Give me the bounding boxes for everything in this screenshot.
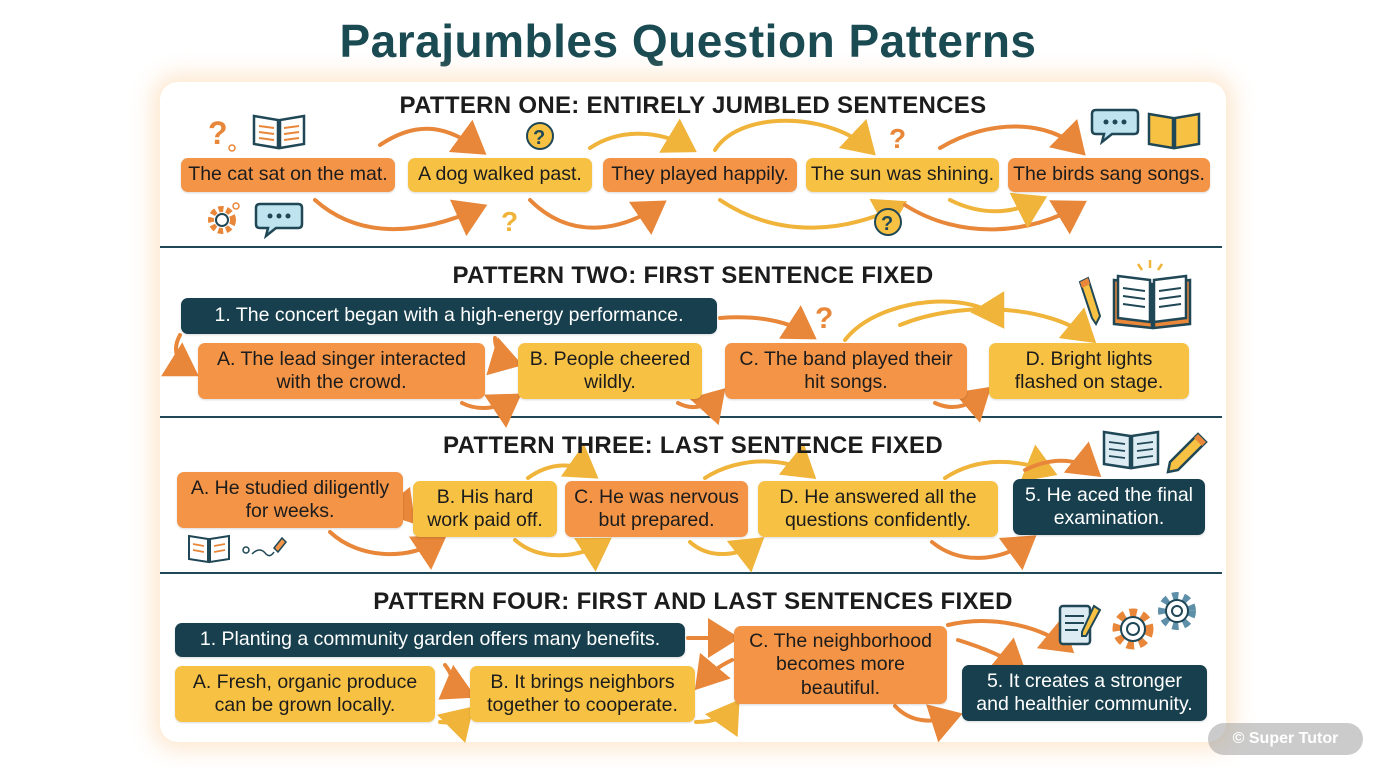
pattern-two-title: PATTERN TWO: FIRST SENTENCE FIXED bbox=[452, 262, 934, 289]
open-book-icon bbox=[1112, 260, 1192, 330]
pencil-icon bbox=[242, 536, 288, 557]
divider bbox=[160, 572, 1222, 574]
watermark-badge: © Super Tutor bbox=[1208, 723, 1363, 755]
question-mark-icon: ? bbox=[874, 208, 902, 236]
fixed-first-sentence: 1. Planting a community garden offers ma… bbox=[175, 623, 685, 657]
speech-bubble-icon bbox=[1090, 108, 1140, 146]
speech-bubble-icon bbox=[254, 202, 304, 240]
sentence-box: The sun was shining. bbox=[806, 158, 999, 192]
svg-text:?: ? bbox=[208, 115, 228, 151]
question-mark-icon: ? bbox=[526, 122, 554, 150]
pattern-one-title: PATTERN ONE: ENTIRELY JUMBLED SENTENCES bbox=[399, 92, 987, 119]
svg-text:?: ? bbox=[881, 213, 893, 235]
svg-text:?: ? bbox=[889, 123, 906, 154]
pattern-three-title: PATTERN THREE: LAST SENTENCE FIXED bbox=[443, 432, 943, 459]
question-mark-icon: ? bbox=[815, 302, 833, 335]
svg-text:?: ? bbox=[501, 206, 518, 237]
page-title: Parajumbles Question Patterns bbox=[339, 15, 1037, 67]
pattern-four-title: PATTERN FOUR: FIRST AND LAST SENTENCES F… bbox=[373, 588, 1013, 615]
svg-text:?: ? bbox=[533, 127, 545, 149]
sentence-box: The cat sat on the mat. bbox=[181, 158, 395, 192]
fixed-first-sentence: 1. The concert began with a high-energy … bbox=[181, 298, 717, 334]
gear-icon bbox=[208, 202, 240, 234]
open-book-icon bbox=[1147, 112, 1201, 150]
divider bbox=[160, 246, 1222, 248]
open-book-icon bbox=[1102, 430, 1160, 470]
open-book-icon bbox=[188, 534, 230, 564]
svg-text:?: ? bbox=[815, 302, 833, 335]
sentence-box: They played happily. bbox=[603, 158, 797, 192]
pencil-icon bbox=[1166, 432, 1208, 474]
sentence-box: A dog walked past. bbox=[408, 158, 592, 192]
question-mark-icon: ? bbox=[889, 123, 906, 154]
open-book-icon bbox=[252, 114, 306, 150]
gear-icon bbox=[1158, 592, 1196, 630]
question-mark-icon: ? bbox=[208, 115, 236, 152]
sentence-box: The birds sang songs. bbox=[1008, 158, 1210, 192]
tablet-icon bbox=[1058, 604, 1102, 646]
gear-icon bbox=[1112, 608, 1154, 650]
pencil-icon bbox=[1078, 276, 1102, 326]
question-mark-icon: ? bbox=[501, 206, 518, 237]
